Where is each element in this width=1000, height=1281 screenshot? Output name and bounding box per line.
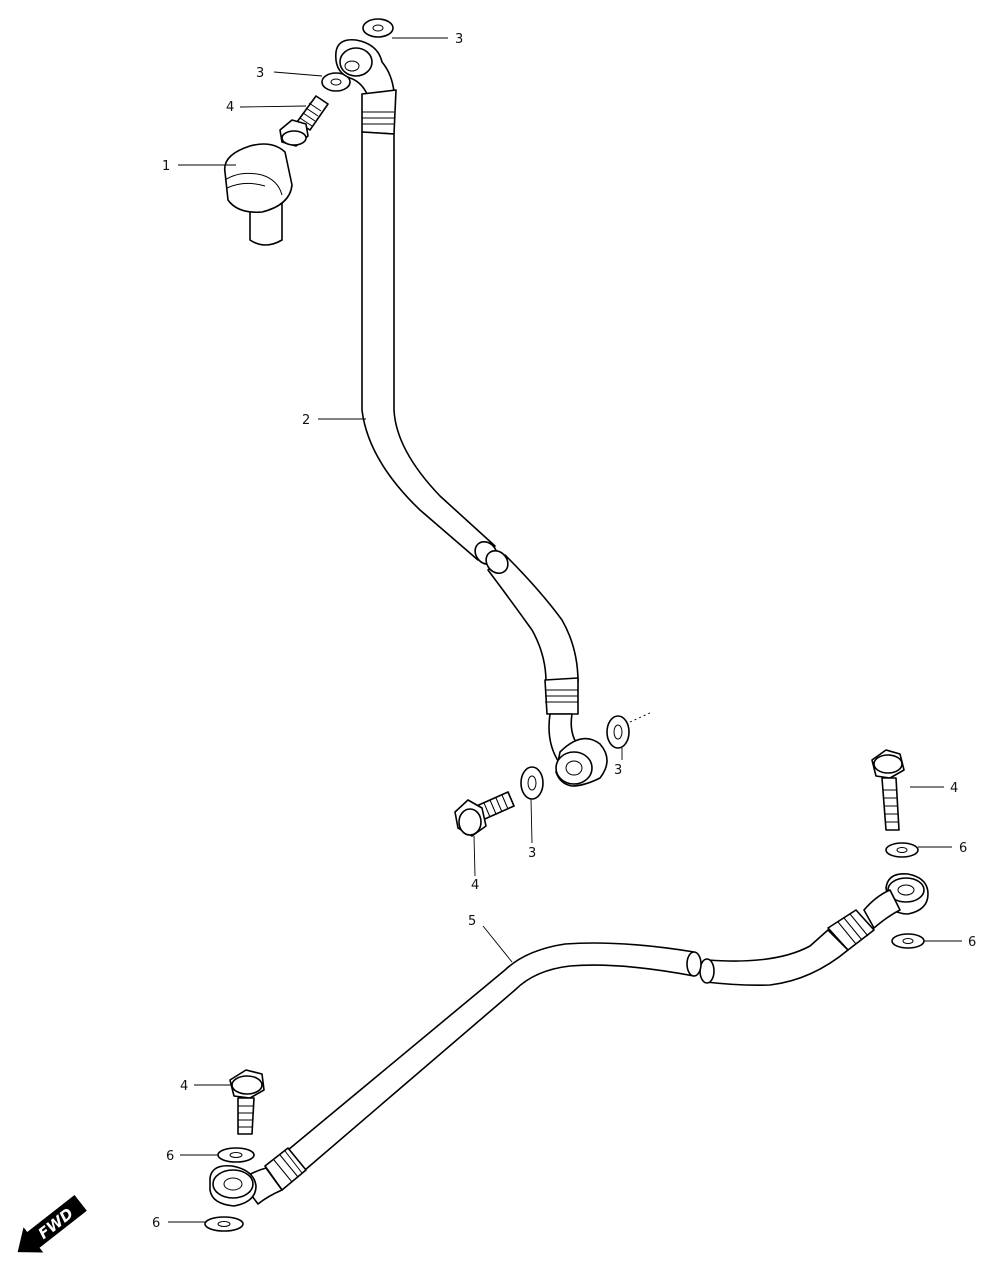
callout-bolt-mid: 4 bbox=[471, 878, 479, 893]
callout-hose-lower: 5 bbox=[468, 914, 476, 929]
callout-bolt-left: 4 bbox=[180, 1079, 188, 1094]
callout-washer-left-lower: 6 bbox=[152, 1216, 160, 1231]
hose-lower-part bbox=[209, 872, 929, 1207]
callout-washer-left-upper: 6 bbox=[166, 1149, 174, 1164]
leader-lines bbox=[168, 37, 962, 1223]
washer-top-right-part bbox=[362, 18, 394, 38]
callout-washer-mid-right: 3 bbox=[614, 763, 622, 778]
callout-cap: 1 bbox=[162, 159, 170, 174]
callout-washer-top-right: 3 bbox=[455, 32, 463, 47]
bolt-right-part bbox=[871, 749, 905, 831]
washer-right-lower-part bbox=[891, 933, 925, 949]
washer-left-lower-part bbox=[204, 1216, 244, 1232]
washer-top-left-part bbox=[321, 72, 351, 92]
bolt-top-part bbox=[279, 95, 329, 147]
callout-washer-mid-left: 3 bbox=[528, 846, 536, 861]
callout-bolt-top: 4 bbox=[226, 100, 234, 115]
washer-mid-right-part bbox=[606, 715, 630, 749]
washer-right-upper-part bbox=[885, 842, 919, 858]
callout-washer-right-upper: 6 bbox=[959, 841, 967, 856]
callout-bolt-right: 4 bbox=[950, 781, 958, 796]
callout-washer-top-left: 3 bbox=[256, 66, 264, 81]
washer-mid-left-part bbox=[520, 766, 544, 800]
callout-hose-upper: 2 bbox=[302, 413, 310, 428]
callout-washer-right-lower: 6 bbox=[968, 935, 976, 950]
washer-left-upper-part bbox=[217, 1147, 255, 1163]
hose-upper-part bbox=[334, 38, 608, 787]
bolt-mid-part bbox=[454, 791, 515, 837]
bolt-left-part bbox=[229, 1069, 265, 1135]
fwd-arrow-icon: FWD bbox=[17, 1195, 87, 1253]
cap-part bbox=[223, 143, 293, 246]
